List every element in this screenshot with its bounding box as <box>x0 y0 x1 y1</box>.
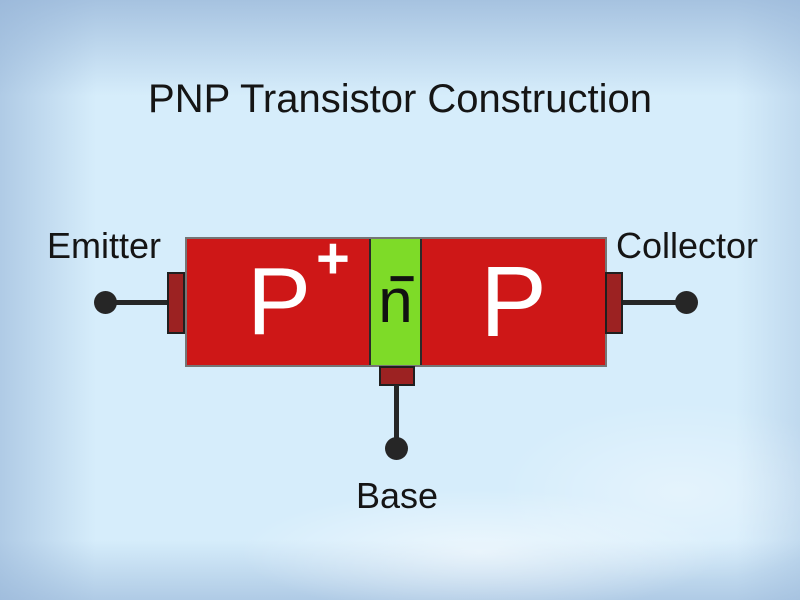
emitter-p-region-letter: P <box>246 248 312 355</box>
base-n-region: n− <box>369 239 422 365</box>
emitter-label: Emitter <box>47 225 162 266</box>
collector-terminal-dot <box>675 291 698 314</box>
base-label: Base <box>355 475 439 516</box>
base-terminal-dot <box>385 437 408 460</box>
collector-label: Collector <box>616 225 759 266</box>
collector-contact <box>605 272 623 334</box>
emitter-contact <box>167 272 185 334</box>
base-lead-wire <box>394 385 399 439</box>
base-n-region-label: n− <box>378 255 415 333</box>
collector-p-region-label: P <box>480 252 547 352</box>
collector-p-region-letter: P <box>480 246 547 358</box>
emitter-p-region-superscript: + <box>316 226 350 291</box>
emitter-p-region-label: P+ <box>247 230 350 350</box>
collector-p-region: P <box>422 239 605 365</box>
base-n-region-superscript: − <box>388 252 416 304</box>
emitter-p-region: P+ <box>187 230 371 365</box>
emitter-lead-wire <box>103 300 169 305</box>
base-contact <box>379 366 415 386</box>
diagram-title: PNP Transistor Construction <box>148 77 652 121</box>
collector-lead-wire <box>623 300 689 305</box>
base-n-region-letter: n <box>378 267 413 336</box>
transistor-body: P+ n− P <box>185 230 607 367</box>
